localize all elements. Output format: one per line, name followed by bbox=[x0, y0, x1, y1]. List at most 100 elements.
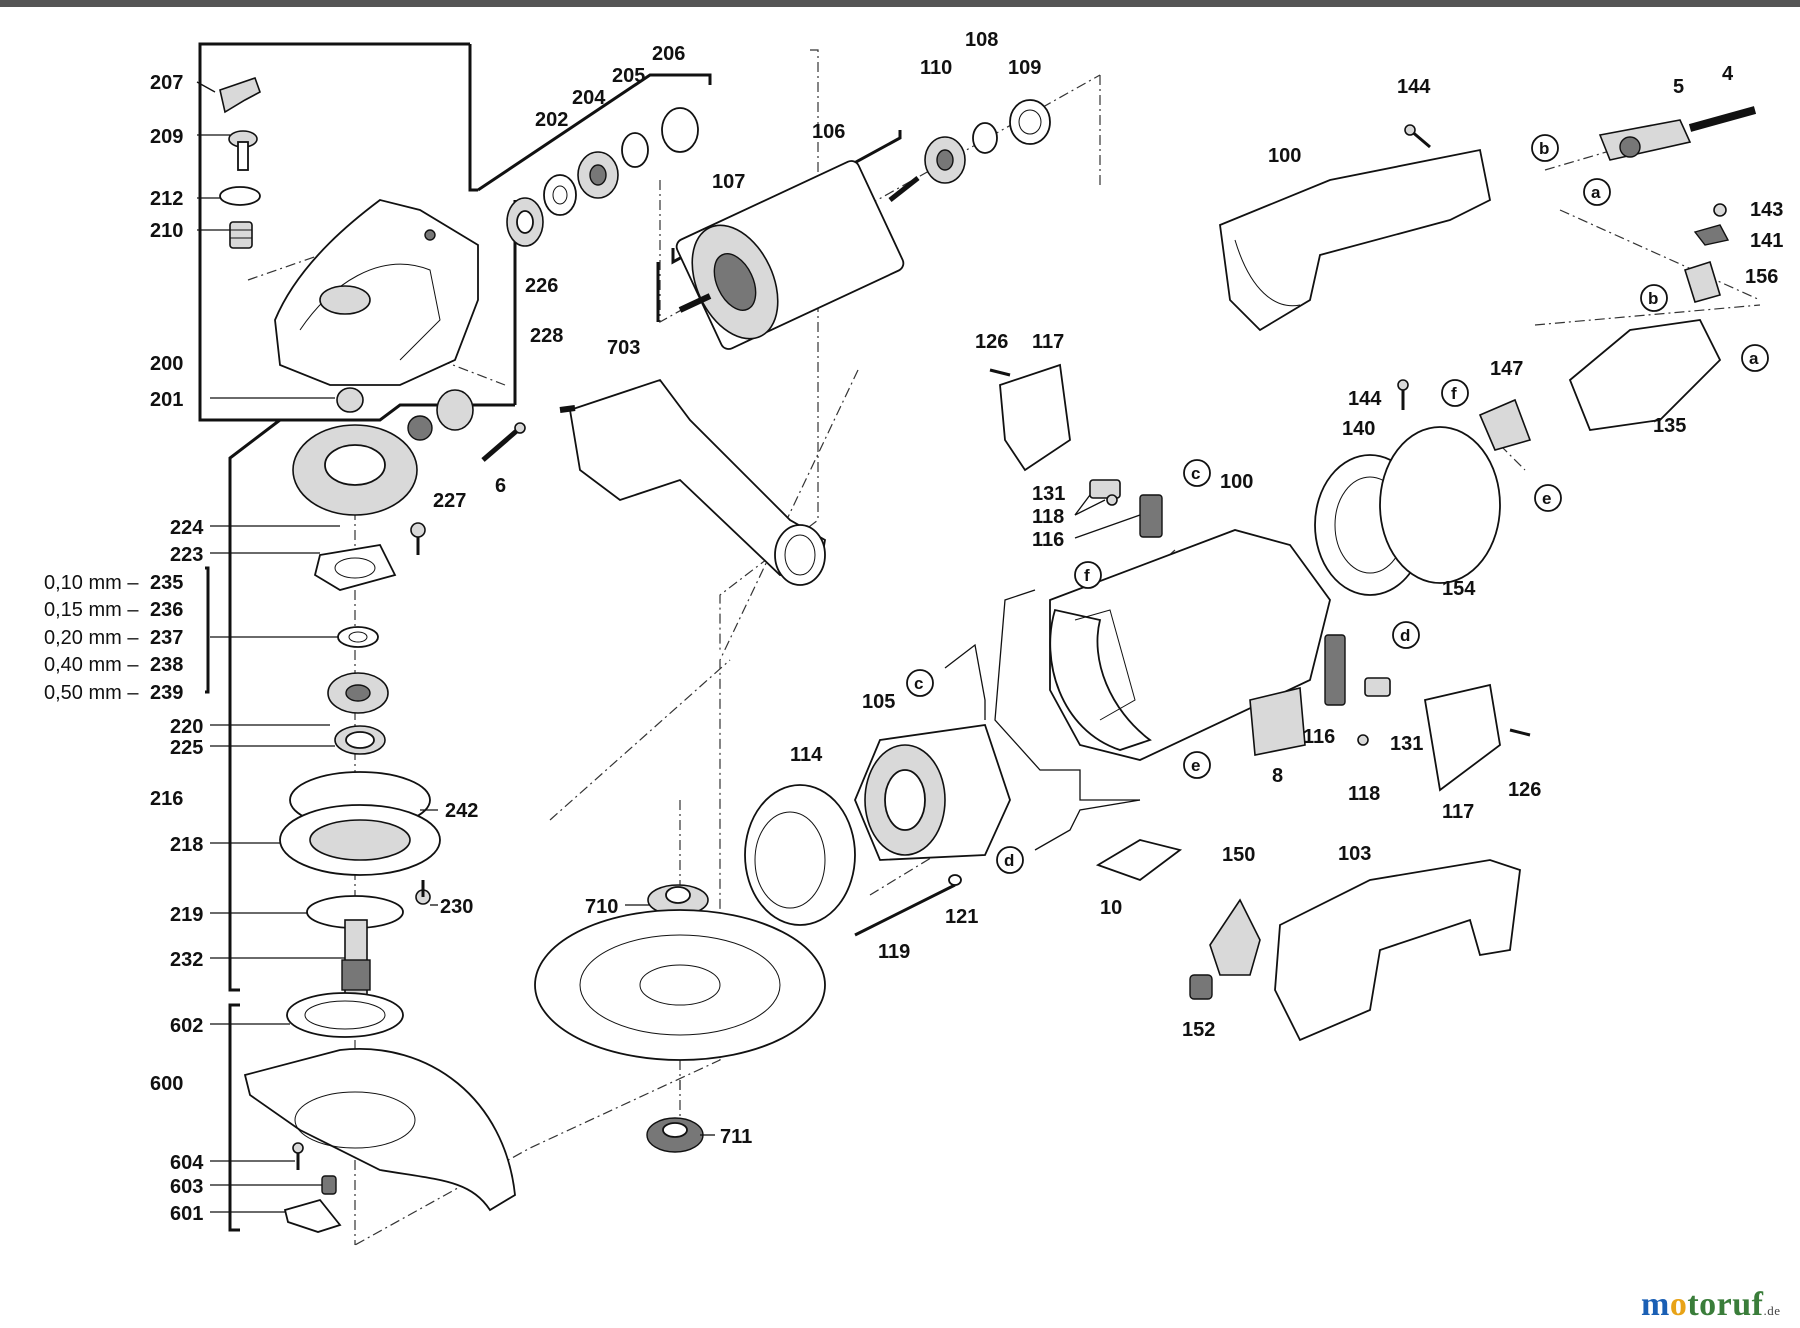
label-106: 106 bbox=[812, 121, 845, 143]
label-108: 108 bbox=[965, 29, 998, 51]
part-225-ring bbox=[334, 725, 386, 755]
label-220: 220 bbox=[170, 716, 203, 738]
label-118-bottom: 118 bbox=[1348, 783, 1380, 805]
connector-b-top: b bbox=[1531, 134, 1559, 162]
shim-thickness-235: 0,10 mm – bbox=[44, 572, 139, 594]
connector-e-right: e bbox=[1534, 484, 1562, 512]
part-601-lever bbox=[283, 1198, 342, 1233]
label-200: 200 bbox=[150, 353, 183, 375]
label-205: 205 bbox=[612, 65, 645, 87]
connector-f-middle: f bbox=[1074, 561, 1102, 589]
label-141: 141 bbox=[1750, 230, 1783, 252]
part-703-side-handle bbox=[559, 378, 826, 586]
label-103: 103 bbox=[1338, 843, 1371, 865]
connector-d-left: d bbox=[996, 846, 1024, 874]
label-119: 119 bbox=[878, 941, 910, 963]
part-103-rear-handle bbox=[1274, 859, 1521, 1042]
label-216: 216 bbox=[150, 788, 183, 810]
label-118-top: 118 bbox=[1032, 506, 1064, 528]
top-border bbox=[0, 0, 1800, 7]
connector-a-right: a bbox=[1741, 344, 1769, 372]
label-218: 218 bbox=[170, 834, 203, 856]
part-205-washer bbox=[621, 132, 649, 168]
part-105-stator bbox=[854, 724, 1011, 861]
part-126-screw-top bbox=[989, 368, 1011, 377]
label-602: 602 bbox=[170, 1015, 203, 1037]
part-220-bearing bbox=[327, 672, 389, 714]
label-131-bottom: 131 bbox=[1390, 733, 1423, 755]
label-144-top: 144 bbox=[1397, 76, 1431, 98]
label-201: 201 bbox=[150, 389, 183, 411]
part-119-screw bbox=[854, 883, 956, 937]
label-107: 107 bbox=[712, 171, 745, 193]
part-202-washer bbox=[543, 174, 577, 216]
connector-b-right: b bbox=[1640, 284, 1668, 312]
svg-text:c: c bbox=[914, 674, 923, 693]
label-603: 603 bbox=[170, 1176, 203, 1198]
label-135: 135 bbox=[1653, 415, 1686, 437]
part-135-switch bbox=[1568, 319, 1722, 431]
label-212: 212 bbox=[150, 188, 183, 210]
watermark-tld: .de bbox=[1763, 1303, 1781, 1318]
part-131-brush-bottom bbox=[1364, 677, 1391, 697]
label-225: 225 bbox=[170, 737, 203, 759]
part-118-screw-top bbox=[1106, 494, 1118, 506]
label-117-bottom: 117 bbox=[1442, 801, 1474, 823]
label-236: 236 bbox=[150, 599, 183, 621]
part-224-crown-gear bbox=[292, 424, 418, 516]
part-226-nut bbox=[506, 197, 544, 247]
label-147: 147 bbox=[1490, 358, 1523, 380]
part-154-ring bbox=[1379, 426, 1501, 584]
connector-f-right: f bbox=[1441, 379, 1469, 407]
label-131-top: 131 bbox=[1032, 483, 1065, 505]
label-600: 600 bbox=[150, 1073, 183, 1095]
label-209: 209 bbox=[150, 126, 183, 148]
shim-thickness-237: 0,20 mm – bbox=[44, 627, 139, 649]
part-144-screw-top bbox=[1404, 124, 1431, 149]
label-226: 226 bbox=[525, 275, 558, 297]
connector-a-top: a bbox=[1583, 178, 1611, 206]
label-206: 206 bbox=[652, 43, 685, 65]
label-10: 10 bbox=[1100, 897, 1122, 919]
label-116-top: 116 bbox=[1032, 529, 1064, 551]
label-150: 150 bbox=[1222, 844, 1255, 866]
label-5: 5 bbox=[1673, 76, 1684, 98]
label-6: 6 bbox=[495, 475, 506, 497]
part-227-pinion bbox=[407, 389, 474, 441]
label-152: 152 bbox=[1182, 1019, 1215, 1041]
svg-text:d: d bbox=[1004, 851, 1014, 870]
label-224: 224 bbox=[170, 517, 204, 539]
part-152-spring bbox=[1189, 974, 1213, 1000]
svg-text:f: f bbox=[1451, 384, 1457, 403]
label-116-bottom: 116 bbox=[1303, 726, 1335, 748]
part-604-screw bbox=[292, 1142, 304, 1170]
label-703: 703 bbox=[607, 337, 640, 359]
part-156-cap bbox=[1683, 260, 1722, 303]
label-204: 204 bbox=[572, 87, 606, 109]
label-8: 8 bbox=[1272, 765, 1283, 787]
connector-e-middle: e bbox=[1183, 751, 1211, 779]
part-116-brush-holder-bottom bbox=[1324, 634, 1346, 706]
part-212-ring bbox=[219, 186, 261, 206]
part-116-brush-holder-top bbox=[1139, 494, 1163, 538]
leader-lines bbox=[196, 81, 1141, 1213]
part-204-bearing bbox=[577, 151, 619, 199]
label-223: 223 bbox=[170, 544, 203, 566]
part-110-bearing bbox=[924, 136, 966, 184]
svg-text:d: d bbox=[1400, 626, 1410, 645]
part-603-spring bbox=[321, 1175, 337, 1195]
label-227: 227 bbox=[433, 490, 466, 512]
part-143-screw bbox=[1713, 203, 1727, 217]
part-107-armature bbox=[675, 160, 920, 350]
label-235: 235 bbox=[150, 572, 183, 594]
connector-c-top: c bbox=[1183, 459, 1211, 487]
motoruf-watermark: motoruf.de bbox=[1641, 1286, 1781, 1324]
part-600-guard bbox=[243, 1048, 516, 1212]
label-4: 4 bbox=[1722, 63, 1734, 85]
part-118-screw-bottom bbox=[1357, 734, 1369, 746]
label-601: 601 bbox=[170, 1203, 203, 1225]
part-disc bbox=[534, 909, 826, 1061]
svg-text:b: b bbox=[1648, 289, 1658, 308]
label-109: 109 bbox=[1008, 57, 1041, 79]
